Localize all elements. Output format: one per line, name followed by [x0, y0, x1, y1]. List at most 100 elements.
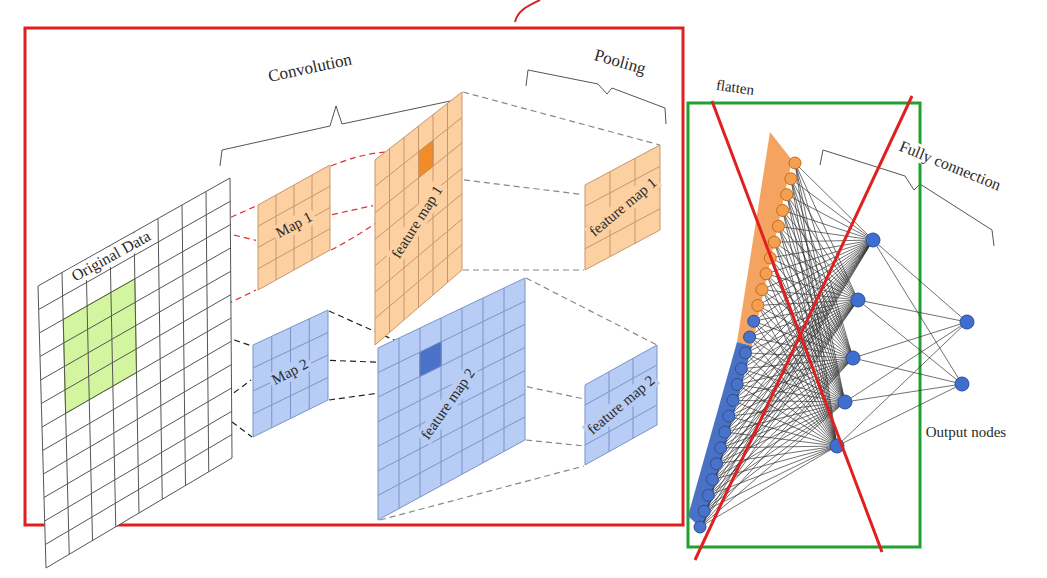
grid-line [447, 103, 448, 282]
weight-line [774, 240, 873, 242]
neuron [719, 426, 731, 438]
grid-line [399, 338, 400, 509]
feature-map: feature map 2 [376, 276, 527, 522]
grid-line [462, 92, 463, 270]
neuron [768, 236, 780, 248]
grid-line [420, 328, 421, 497]
neuron [744, 331, 756, 343]
projection-connector [330, 360, 376, 362]
projection-connector [332, 206, 373, 215]
grid-line [41, 271, 231, 380]
weight-line [704, 240, 873, 511]
neuron [694, 521, 706, 533]
weight-line [708, 300, 858, 495]
projection-connector [234, 235, 256, 240]
grid-line [375, 92, 462, 160]
projection-connector [234, 380, 251, 393]
layer-label: Output nodes [923, 424, 1009, 441]
grid-line [44, 388, 232, 498]
weight-line [853, 358, 962, 384]
weight-line [700, 446, 837, 527]
input-grid: Original Data [36, 176, 234, 570]
grid-line [45, 411, 232, 521]
weight-line [721, 358, 853, 448]
weight-line [700, 402, 845, 527]
grid-fill [38, 178, 232, 568]
neuron [772, 220, 784, 232]
weight-line [700, 240, 873, 527]
neuron [785, 173, 797, 185]
grid-line [39, 225, 230, 333]
weight-line [858, 300, 967, 322]
weight-line [845, 322, 967, 402]
weight-line [787, 195, 873, 240]
grid-line [504, 288, 505, 451]
weight-line [795, 163, 845, 402]
weight-line [873, 240, 967, 322]
kernel-map: Map 1 [256, 163, 332, 292]
stage-label: Fully connection [894, 136, 1007, 196]
weight-line [750, 240, 873, 337]
grid-line [483, 298, 484, 463]
grid-line [258, 250, 330, 290]
neuron [731, 379, 743, 391]
grid-line [40, 248, 231, 357]
grid-fill [375, 92, 462, 345]
stage-label: Convolution [263, 49, 356, 87]
grid-fill [378, 278, 525, 520]
cross-out [712, 101, 882, 552]
neuron [851, 293, 865, 307]
grid-line [389, 149, 390, 333]
neuron [838, 395, 852, 409]
neuron [960, 315, 974, 329]
feature-map: feature map 1 [373, 90, 464, 347]
neuron [702, 489, 714, 501]
weight-line [745, 240, 873, 353]
weight-line [754, 321, 837, 446]
weight-line [733, 240, 873, 400]
grid-line [375, 160, 376, 345]
grid-line [525, 278, 526, 440]
grid-line [375, 117, 462, 186]
grid-line [38, 178, 230, 286]
neuron [715, 442, 727, 454]
grid-line [378, 348, 379, 520]
grid-line [378, 278, 525, 348]
grid-line [43, 365, 231, 474]
neuron [711, 458, 723, 470]
grid-line [253, 400, 328, 437]
grid-line [258, 165, 330, 205]
weight-line [708, 240, 873, 495]
neuron [723, 410, 735, 422]
grid-line [253, 378, 328, 415]
neuron [752, 299, 764, 311]
weight-line [745, 353, 853, 358]
neuron [698, 505, 710, 517]
neuron [739, 347, 751, 359]
weight-line [741, 358, 853, 369]
neuron [955, 377, 969, 391]
neuron [866, 233, 880, 247]
weight-line [853, 322, 967, 358]
neuron [760, 268, 772, 280]
weight-line [712, 240, 873, 480]
grid-line [41, 295, 231, 404]
neuron [846, 351, 860, 365]
grid-line [253, 310, 328, 345]
weight-line [712, 300, 858, 480]
pooled-map: feature map 2 [583, 343, 659, 467]
grid-fill [258, 165, 330, 290]
neuron [748, 315, 760, 327]
stage-label: Pooling [589, 44, 651, 79]
grid-line [258, 208, 330, 248]
neuron [777, 204, 789, 216]
grid-line [253, 355, 328, 391]
projection-line [463, 92, 660, 145]
grid-line [39, 201, 231, 309]
neural-network [688, 132, 974, 533]
neuron [781, 189, 793, 201]
annotation-mark [515, 0, 540, 22]
weight-line [729, 240, 873, 416]
weight-line [737, 240, 873, 385]
